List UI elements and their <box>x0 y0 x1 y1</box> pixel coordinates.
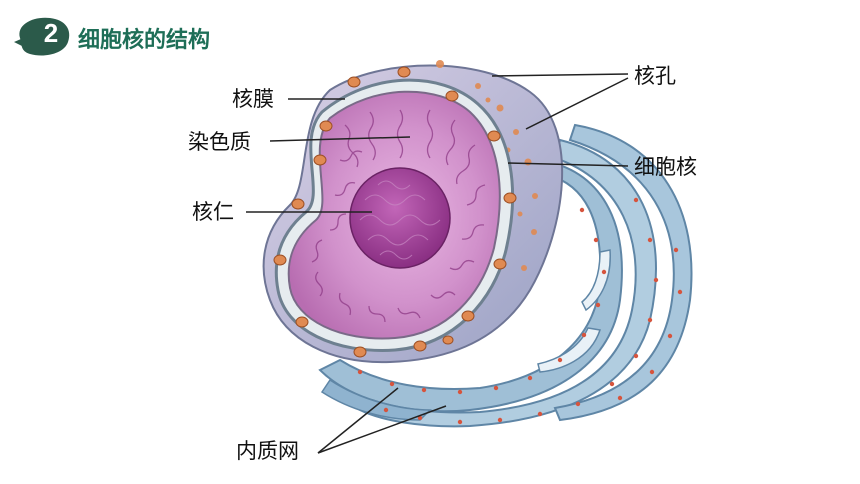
label-nuclear-envelope: 核膜 <box>232 87 274 111</box>
label-nucleus: 细胞核 <box>634 155 697 179</box>
label-nuclear-pore: 核孔 <box>634 64 676 88</box>
leader-lines <box>246 73 629 454</box>
endoplasmic-reticulum <box>318 123 693 428</box>
page-title: 细胞核的结构 <box>78 28 211 53</box>
section-number: 2 <box>43 18 59 48</box>
nucleolus <box>349 167 451 269</box>
chromatin <box>311 109 486 323</box>
label-nucleolus: 核仁 <box>192 200 234 224</box>
label-chromatin: 染色质 <box>188 130 251 154</box>
label-endoplasmic-reticulum: 内质网 <box>236 439 299 463</box>
section-number-badge <box>14 17 70 56</box>
section-header: 2 细胞核的结构 <box>14 12 314 60</box>
nuclear-pores <box>273 66 517 358</box>
